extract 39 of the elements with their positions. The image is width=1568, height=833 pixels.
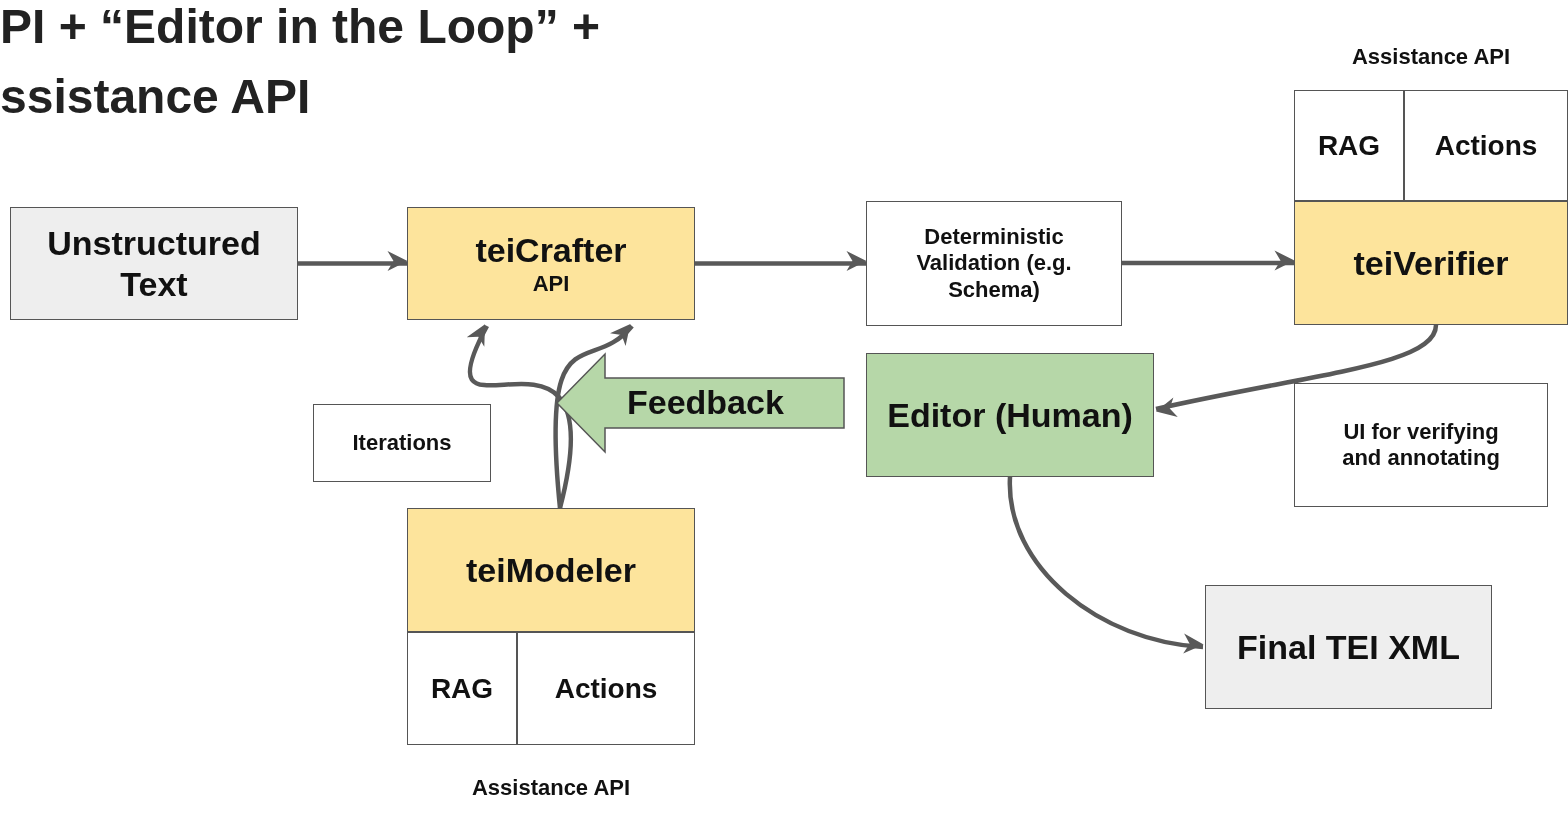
title: PI + “Editor in the Loop” + ssistance API	[0, 0, 602, 125]
node-label: Deterministic Validation (e.g. Schema)	[915, 223, 1073, 304]
note-box	[313, 404, 491, 482]
note-box	[1294, 383, 1548, 507]
loop-arrow	[553, 323, 634, 509]
process-box	[866, 201, 1122, 326]
component-box	[407, 632, 517, 745]
node-label: Actions	[1434, 128, 1538, 163]
loop-arrow	[467, 324, 573, 509]
process-box	[407, 207, 695, 320]
arrow	[695, 251, 867, 271]
process-box	[1294, 201, 1568, 325]
node-label: Iterations	[352, 429, 452, 457]
node-label: Unstructured Text	[46, 222, 262, 305]
group-heading: Assistance API	[1350, 43, 1512, 70]
component-box	[1404, 90, 1568, 201]
node-label: RAG	[1317, 128, 1381, 163]
group-heading: Assistance API	[470, 775, 632, 802]
arrow	[1155, 324, 1439, 418]
arrow	[1122, 250, 1295, 271]
node-label: Final TEI XML	[1237, 626, 1460, 668]
process-box	[407, 508, 695, 632]
arrow	[1007, 476, 1204, 653]
source-box	[10, 207, 298, 320]
node-subtitle: API	[532, 270, 570, 298]
actor-box	[866, 353, 1154, 477]
arrow	[298, 251, 408, 271]
node-label: teiModeler	[465, 549, 636, 591]
node-label: UI for verifying and annotating	[1341, 418, 1501, 472]
node-label: teiCrafter	[475, 229, 627, 271]
edge-label: Feedback	[627, 382, 784, 422]
component-box	[517, 632, 695, 745]
component-box	[1294, 90, 1404, 201]
output-box	[1205, 585, 1492, 709]
node-label: Editor (Human)	[887, 394, 1133, 436]
block-arrow	[555, 352, 845, 454]
node-label: RAG	[430, 671, 494, 706]
node-label: Actions	[554, 671, 658, 706]
node-label: teiVerifier	[1353, 242, 1509, 284]
